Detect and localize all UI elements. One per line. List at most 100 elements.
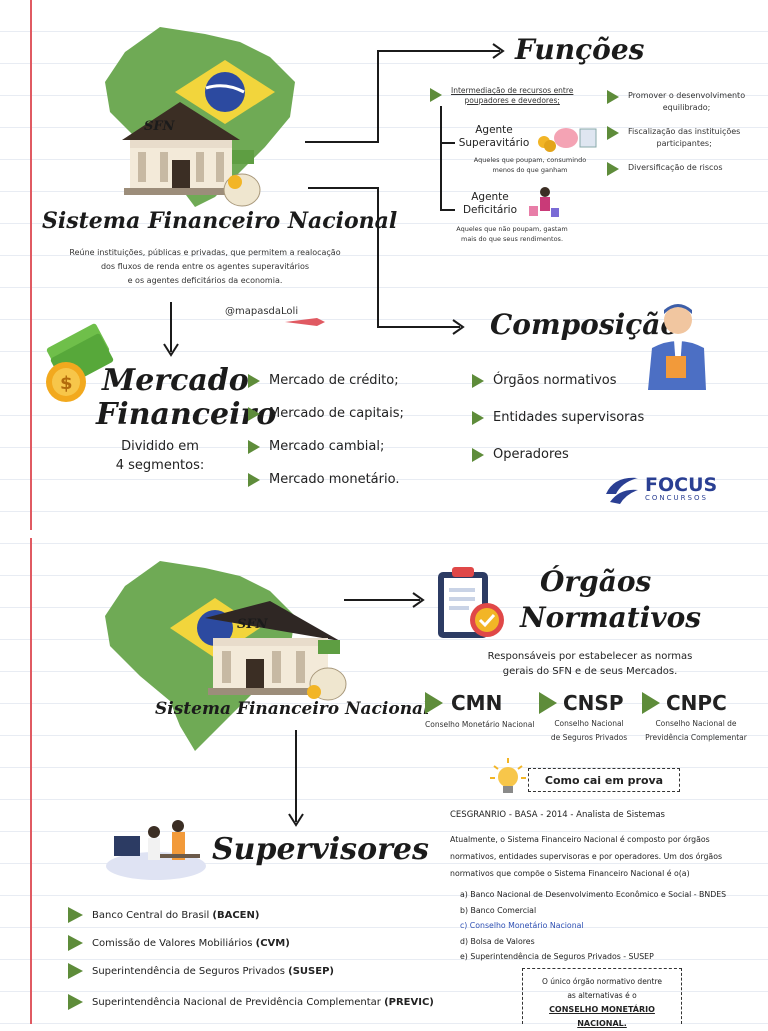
- prova-source: CESGRANRIO - BASA - 2014 - Analista de S…: [450, 810, 665, 820]
- agente-superavitario-desc: Aqueles que poupam, consumindo menos do …: [470, 155, 590, 175]
- funcao-line: participantes;: [656, 139, 712, 148]
- question-line: Atualmente, o Sistema Financeiro Naciona…: [450, 835, 710, 844]
- question-line: normativos que compõe o Sistema Financei…: [450, 869, 690, 878]
- top-arrows: [163, 43, 505, 357]
- supervisor-item: Comissão de Valores Mobiliários (CVM): [68, 929, 434, 957]
- funcao-line: Diversificação de riscos: [628, 163, 723, 172]
- mercado-title-1: Mercado: [102, 363, 249, 398]
- answer-note-box: O único órgão normativo dentre as altern…: [522, 968, 682, 1028]
- bullet-triangle-icon: [68, 963, 83, 979]
- orgao-name: Conselho Monetário Nacional: [425, 720, 535, 729]
- bottom-title: Sistema Financeiro Nacional: [155, 699, 430, 719]
- note-answer: CONSELHO MONETÁRIO NACIONAL.: [549, 1005, 655, 1028]
- prova-question: Atualmente, o Sistema Financeiro Naciona…: [450, 831, 760, 882]
- bullet-triangle-icon: [248, 439, 260, 454]
- bullet-triangle-icon: [68, 935, 83, 951]
- bottom-arrows: [288, 592, 425, 827]
- intermediacao-line: poupadores e devedores;: [464, 96, 560, 105]
- orgao-name: Conselho Nacional: [554, 719, 624, 728]
- supervisores-title: Supervisores: [212, 832, 429, 867]
- mercado-item-label: Mercado cambial;: [269, 439, 385, 454]
- option-c-answer: c) Conselho Monetário Nacional: [460, 921, 584, 930]
- description-line: dos fluxos de renda entre os agentes sup…: [100, 262, 310, 271]
- focus-logo-sub: CONCURSOS: [645, 494, 708, 502]
- supervisor-name: Superintendência Nacional de Previdência…: [92, 996, 385, 1008]
- note-line: as alternativas é o: [567, 991, 637, 1000]
- clipboard-icon: [438, 567, 504, 638]
- agente-def-line: Deficitário: [462, 204, 518, 216]
- option-a: a) Banco Nacional de Desenvolvimento Eco…: [460, 890, 727, 899]
- composicao-item: Entidades supervisoras: [472, 399, 644, 436]
- piggy-bank-icon: [538, 128, 597, 152]
- funcao-line: equilibrado;: [662, 103, 711, 112]
- mercado-subtitle-line: Dividido em: [121, 439, 199, 454]
- supervisor-abbr: (PREVIC): [384, 996, 434, 1008]
- bullet-triangle-icon: [430, 88, 442, 102]
- supervisor-abbr: (CVM): [255, 937, 290, 949]
- prova-label: Como cai em prova: [544, 773, 664, 787]
- bullet-triangle-icon: [68, 994, 83, 1010]
- funcoes-item-intermediacao: Intermediação de recursos entre poupador…: [430, 86, 573, 106]
- bullet-triangle-icon: [68, 907, 83, 923]
- supervisor-abbr: (BACEN): [212, 909, 260, 921]
- sfn-label-bottom: SFN: [237, 617, 268, 632]
- supervisor-item: Superintendência de Seguros Privados (SU…: [68, 957, 434, 985]
- prova-options: a) Banco Nacional de Desenvolvimento Eco…: [460, 887, 765, 965]
- orgao-cnsp: CNSP Conselho Nacional de Seguros Privad…: [539, 691, 639, 745]
- supervisores-list: Banco Central do Brasil (BACEN) Comissão…: [68, 901, 434, 1019]
- orgao-name: Conselho Nacional de: [655, 719, 737, 728]
- agente-sup-desc-line: menos do que ganham: [492, 166, 568, 174]
- mercado-list: Mercado de crédito; Mercado de capitais;…: [248, 364, 404, 496]
- orgao-cmn: CMN Conselho Monetário Nacional: [425, 691, 537, 730]
- orgao-name: Previdência Complementar: [645, 733, 747, 742]
- funcoes-right-list: Promover o desenvolvimento equilibrado; …: [607, 90, 745, 176]
- agente-deficitario-desc: Aqueles que não poupam, gastam mais do q…: [452, 224, 572, 244]
- composicao-item: Órgãos normativos: [472, 362, 644, 399]
- mercado-item-label: Mercado monetário.: [269, 472, 400, 487]
- supervisor-name: Superintendência de Seguros Privados: [92, 965, 289, 977]
- orgao-abbr: CMN: [451, 691, 503, 715]
- orgao-name: de Seguros Privados: [550, 733, 628, 742]
- funcoes-title: Funções: [515, 33, 645, 66]
- bullet-triangle-icon: [642, 692, 660, 714]
- option-d: d) Bolsa de Valores: [460, 936, 535, 946]
- bullet-triangle-icon: [248, 373, 260, 388]
- agente-def-desc-line: Aqueles que não poupam, gastam: [456, 225, 568, 233]
- bullet-triangle-icon: [248, 472, 260, 487]
- bullet-triangle-icon: [607, 162, 619, 176]
- funcoes-right-item: Promover o desenvolvimento equilibrado;: [607, 90, 745, 114]
- top-description: Reúne instituições, públicas e privadas,…: [55, 246, 355, 288]
- mercado-item-label: Mercado de capitais;: [269, 406, 404, 421]
- focus-logo: FOCUS CONCURSOS: [604, 472, 717, 506]
- composicao-item-label: Operadores: [493, 447, 569, 462]
- composicao-list: Órgãos normativos Entidades supervisoras…: [472, 362, 644, 473]
- supervisor-item: Superintendência Nacional de Previdência…: [68, 985, 434, 1019]
- supervisor-name: Comissão de Valores Mobiliários: [92, 937, 256, 949]
- office-workers-icon: [106, 820, 206, 880]
- bullet-triangle-icon: [607, 90, 619, 104]
- funcao-line: Promover o desenvolvimento: [628, 91, 746, 100]
- description-line: e os agentes deficitários da economia.: [127, 276, 283, 285]
- funcao-line: Fiscalização das instituições: [628, 127, 741, 136]
- composicao-title: Composição: [490, 308, 680, 341]
- sfn-illustration-top: SFN: [100, 22, 300, 212]
- mercado-item: Mercado cambial;: [248, 430, 404, 463]
- supervisor-name: Banco Central do Brasil: [92, 909, 213, 921]
- agente-superavitario-title: Agente Superavitário: [453, 124, 535, 150]
- funcoes-right-item: Fiscalização das instituições participan…: [607, 126, 745, 150]
- margin-line-top: [30, 0, 32, 530]
- orgao-cnpc: CNPC Conselho Nacional de Previdência Co…: [642, 691, 750, 745]
- businessman-icon: [648, 304, 706, 390]
- funcoes-right-item: Diversificação de riscos: [607, 162, 745, 176]
- mercado-subtitle-line: 4 segmentos:: [115, 458, 205, 473]
- handle-text: @mapasdaLoli: [225, 306, 299, 317]
- description-line: Reúne instituições, públicas e privadas,…: [69, 248, 341, 257]
- agente-deficitario-title: Agente Deficitário: [455, 191, 525, 217]
- focus-logo-icon: [606, 477, 638, 504]
- question-line: normativos, entidades supervisoras e por…: [450, 852, 723, 861]
- agente-def-desc-line: mais do que seus rendimentos.: [460, 235, 564, 243]
- shopping-woman-icon: [529, 187, 559, 217]
- orgao-abbr: CNPC: [666, 691, 727, 715]
- composicao-item-label: Entidades supervisoras: [493, 410, 645, 425]
- mercado-item: Mercado de capitais;: [248, 397, 404, 430]
